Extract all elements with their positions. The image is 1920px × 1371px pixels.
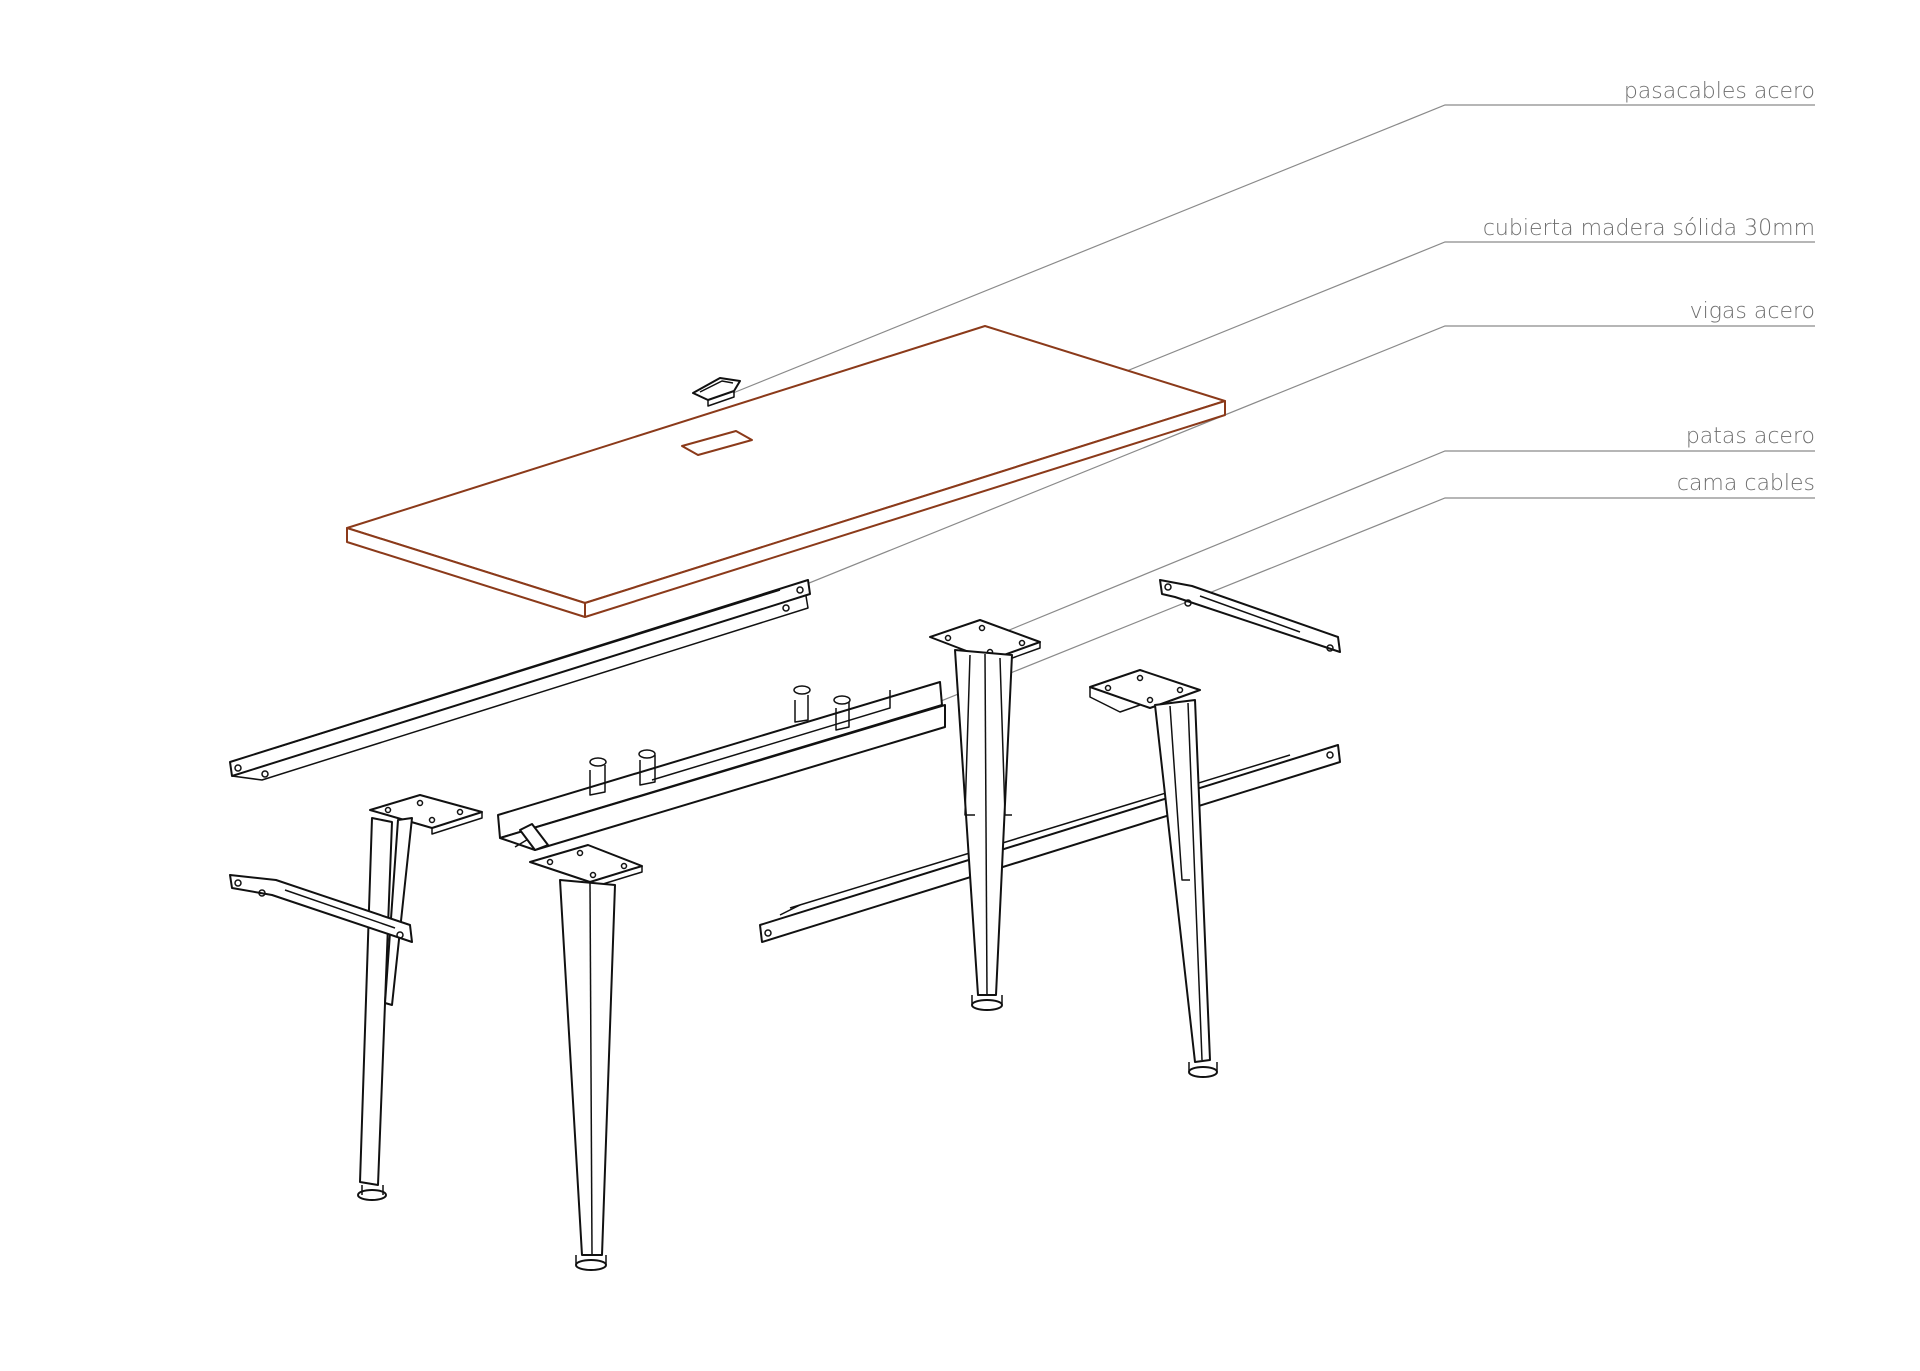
label-pasacables: pasacables acero bbox=[1624, 79, 1815, 104]
callout-patas: patas acero bbox=[984, 424, 1815, 641]
grommet-cutout bbox=[681, 430, 753, 456]
label-cubierta: cubierta madera sólida 30mm bbox=[1483, 216, 1815, 241]
tabletop-part bbox=[346, 325, 1226, 618]
leg-front-center bbox=[529, 844, 643, 1271]
leader-pasacables bbox=[732, 104, 1815, 394]
leader-cubierta bbox=[1059, 241, 1815, 399]
leg-left-rear bbox=[357, 794, 483, 1201]
leader-vigas bbox=[729, 325, 1815, 616]
beam-right-short bbox=[1159, 579, 1341, 653]
callout-vigas: vigas acero bbox=[729, 299, 1815, 616]
callout-pasacables: pasacables acero bbox=[732, 79, 1815, 394]
cable-tray-part bbox=[497, 681, 946, 851]
leader-patas bbox=[984, 450, 1815, 641]
leg-right-rear bbox=[1089, 669, 1218, 1078]
label-patas: patas acero bbox=[1686, 424, 1815, 449]
beam-left-long bbox=[229, 579, 811, 781]
callout-cubierta: cubierta madera sólida 30mm bbox=[1059, 216, 1815, 399]
grommet-part bbox=[692, 377, 741, 407]
label-vigas: vigas acero bbox=[1690, 299, 1815, 324]
beam-left-short bbox=[229, 874, 413, 943]
beam-front-long bbox=[759, 744, 1341, 943]
leg-center-right bbox=[929, 619, 1041, 1011]
label-cama: cama cables bbox=[1677, 471, 1815, 496]
